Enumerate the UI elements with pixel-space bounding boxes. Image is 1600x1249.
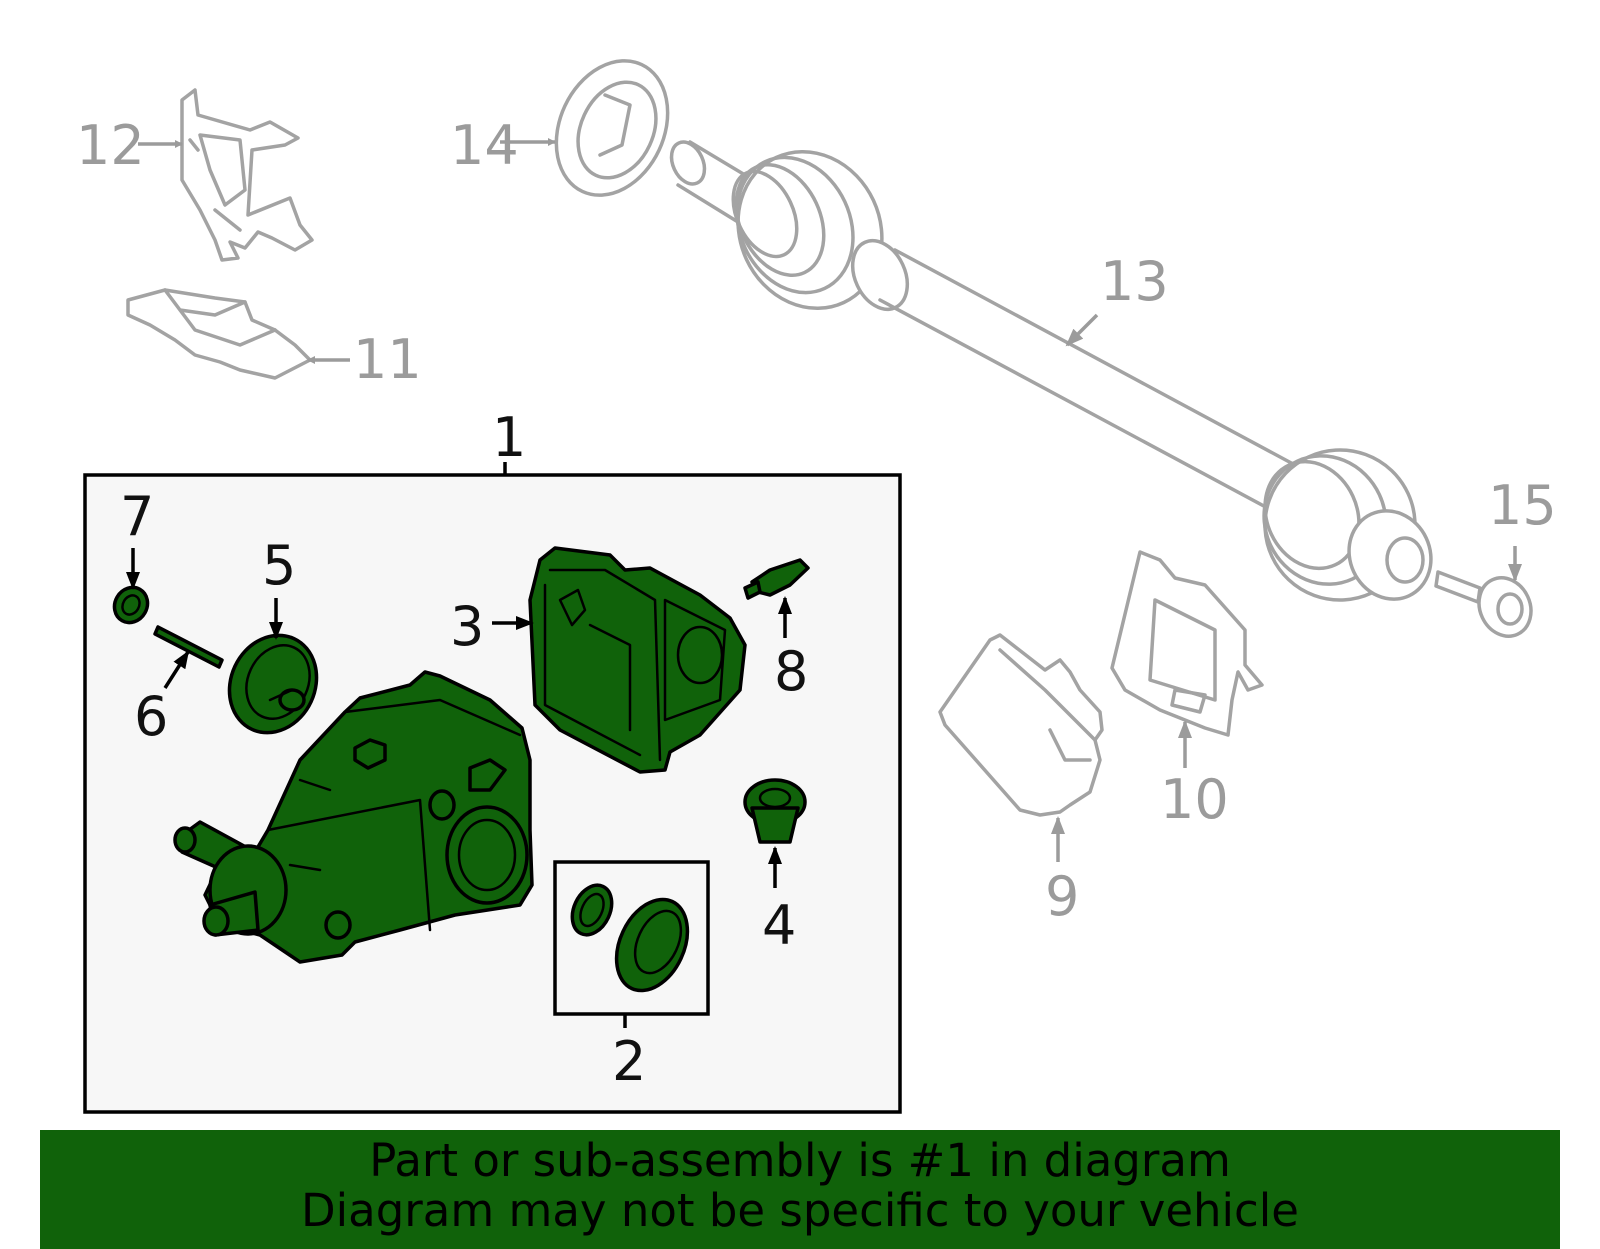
callout-7: 7 [120,485,154,548]
callout-11: 11 [353,328,422,391]
callout-13: 13 [1100,250,1169,313]
part-8-sensor[interactable] [743,558,810,600]
banner-line-2: Diagram may not be specific to your vehi… [301,1184,1299,1237]
banner-line-1: Part or sub-assembly is #1 in diagram [369,1134,1231,1187]
part-4-plug[interactable] [743,778,807,844]
differential-housing[interactable] [173,670,534,964]
callout-5: 5 [262,534,296,597]
part-15-bolt[interactable] [1434,569,1540,645]
part-11-shield[interactable] [126,288,312,380]
part-12-bracket[interactable] [180,88,314,262]
callout-1: 1 [492,406,526,469]
part-7-oring[interactable] [108,581,154,628]
callout-14: 14 [450,114,519,177]
part-6-pin[interactable] [153,625,224,669]
callout-15: 15 [1488,474,1557,537]
callout-2: 2 [612,1030,646,1093]
info-banner: Part or sub-assembly is #1 in diagram Di… [40,1130,1560,1249]
part-9-cover[interactable] [938,633,1104,817]
callout-3: 3 [450,595,484,658]
part-5-flange[interactable] [214,621,332,747]
part-3-cover[interactable] [528,546,747,774]
part-10-plate[interactable] [1110,550,1264,737]
callout-6: 6 [134,685,168,748]
callout-9: 9 [1045,865,1079,928]
callout-4: 4 [762,894,796,957]
callout-8: 8 [774,640,808,703]
seal-kit-box [553,860,710,1016]
part-13-axle-shaft[interactable] [665,128,1445,625]
callout-10: 10 [1160,768,1229,831]
part-2-seals[interactable] [565,879,702,1002]
callout-12: 12 [76,114,145,177]
part-14-seal[interactable] [535,43,688,214]
